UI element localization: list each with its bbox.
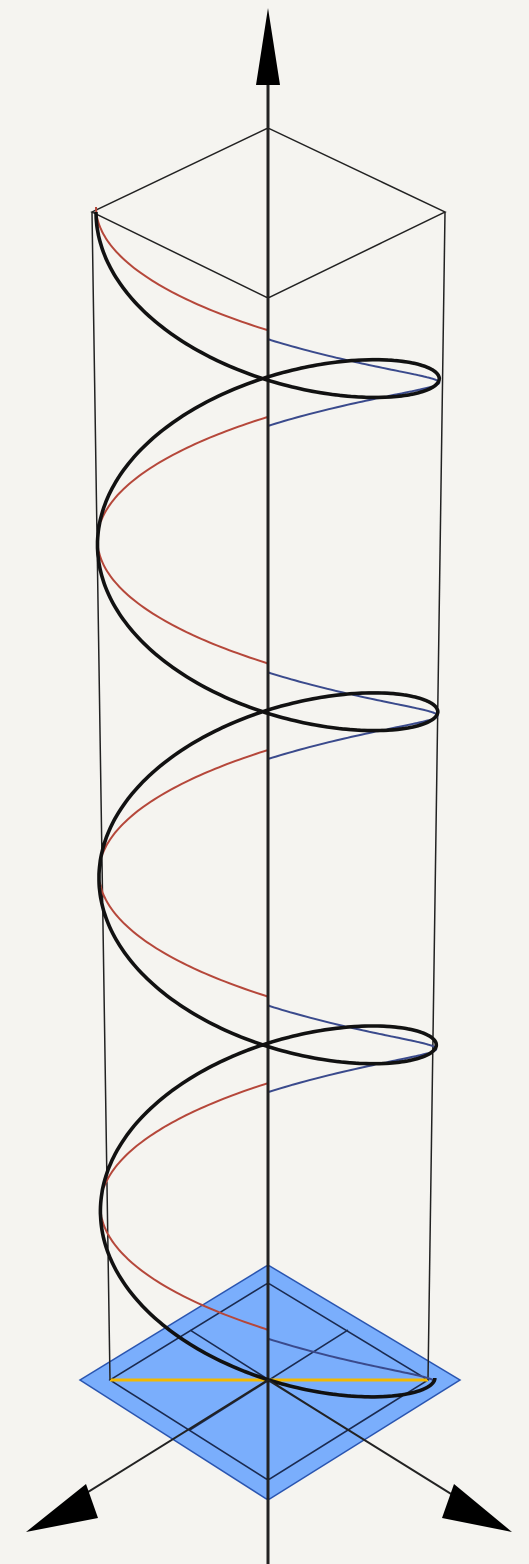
arrow-up-icon [256,8,280,85]
arrow-down-right-icon [442,1484,512,1532]
red-projection-curve [96,207,268,1373]
arrow-down-left-icon [26,1484,98,1532]
blue-projection-curve [268,216,439,1382]
